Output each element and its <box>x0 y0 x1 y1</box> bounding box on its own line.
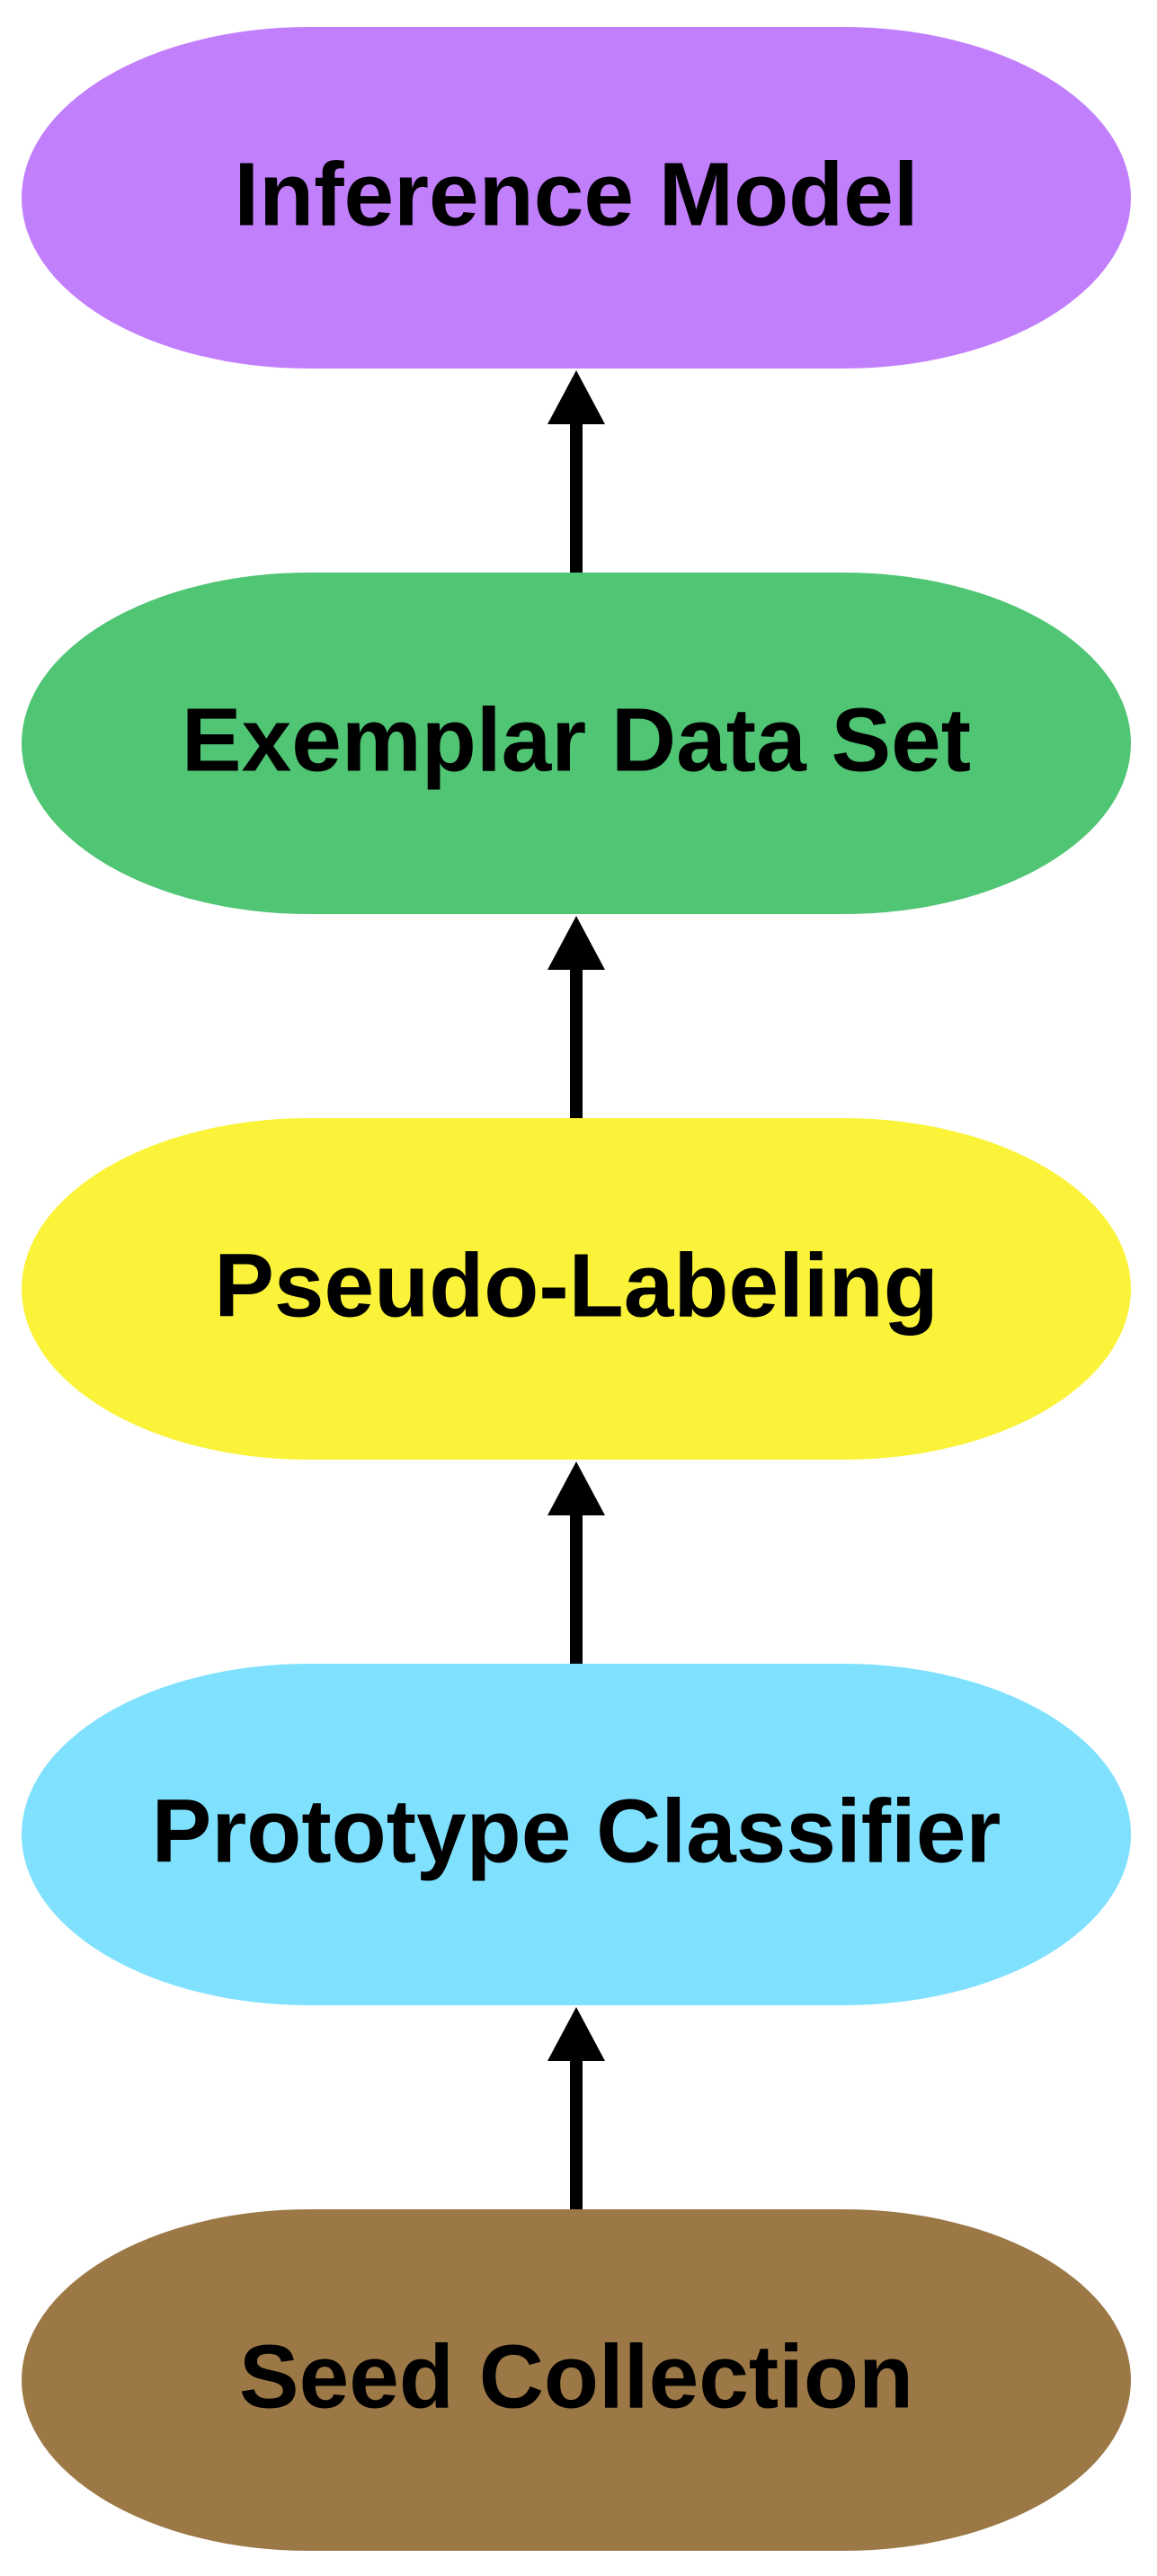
node-shape-exemplar-data-set <box>22 573 1131 914</box>
node-label-inference-model: Inference Model <box>234 144 918 244</box>
node-seed-collection: Seed Collection <box>22 2209 1131 2551</box>
edges-layer <box>547 370 605 2209</box>
node-shape-prototype-classifier <box>22 1664 1131 2005</box>
node-label-pseudo-labeling: Pseudo-Labeling <box>214 1235 939 1336</box>
node-pseudo-labeling: Pseudo-Labeling <box>22 1118 1131 1460</box>
arrow-head-icon <box>547 916 605 970</box>
node-label-seed-collection: Seed Collection <box>239 2326 913 2427</box>
arrow-head-icon <box>547 370 605 424</box>
arrow-head-icon <box>547 1461 605 1515</box>
arrow-head-icon <box>547 2007 605 2061</box>
node-label-prototype-classifier: Prototype Classifier <box>152 1781 1001 1881</box>
node-inference-model: Inference Model <box>22 27 1131 369</box>
node-shape-pseudo-labeling <box>22 1118 1131 1460</box>
node-exemplar-data-set: Exemplar Data Set <box>22 573 1131 914</box>
edge-prototype-classifier-to-pseudo-labeling <box>547 1461 605 1664</box>
node-label-exemplar-data-set: Exemplar Data Set <box>182 689 971 790</box>
edge-pseudo-labeling-to-exemplar-data-set <box>547 916 605 1118</box>
node-shape-inference-model <box>22 27 1131 369</box>
node-prototype-classifier: Prototype Classifier <box>22 1664 1131 2005</box>
edge-exemplar-data-set-to-inference-model <box>547 370 605 573</box>
node-shape-seed-collection <box>22 2209 1131 2551</box>
edge-seed-collection-to-prototype-classifier <box>547 2007 605 2209</box>
